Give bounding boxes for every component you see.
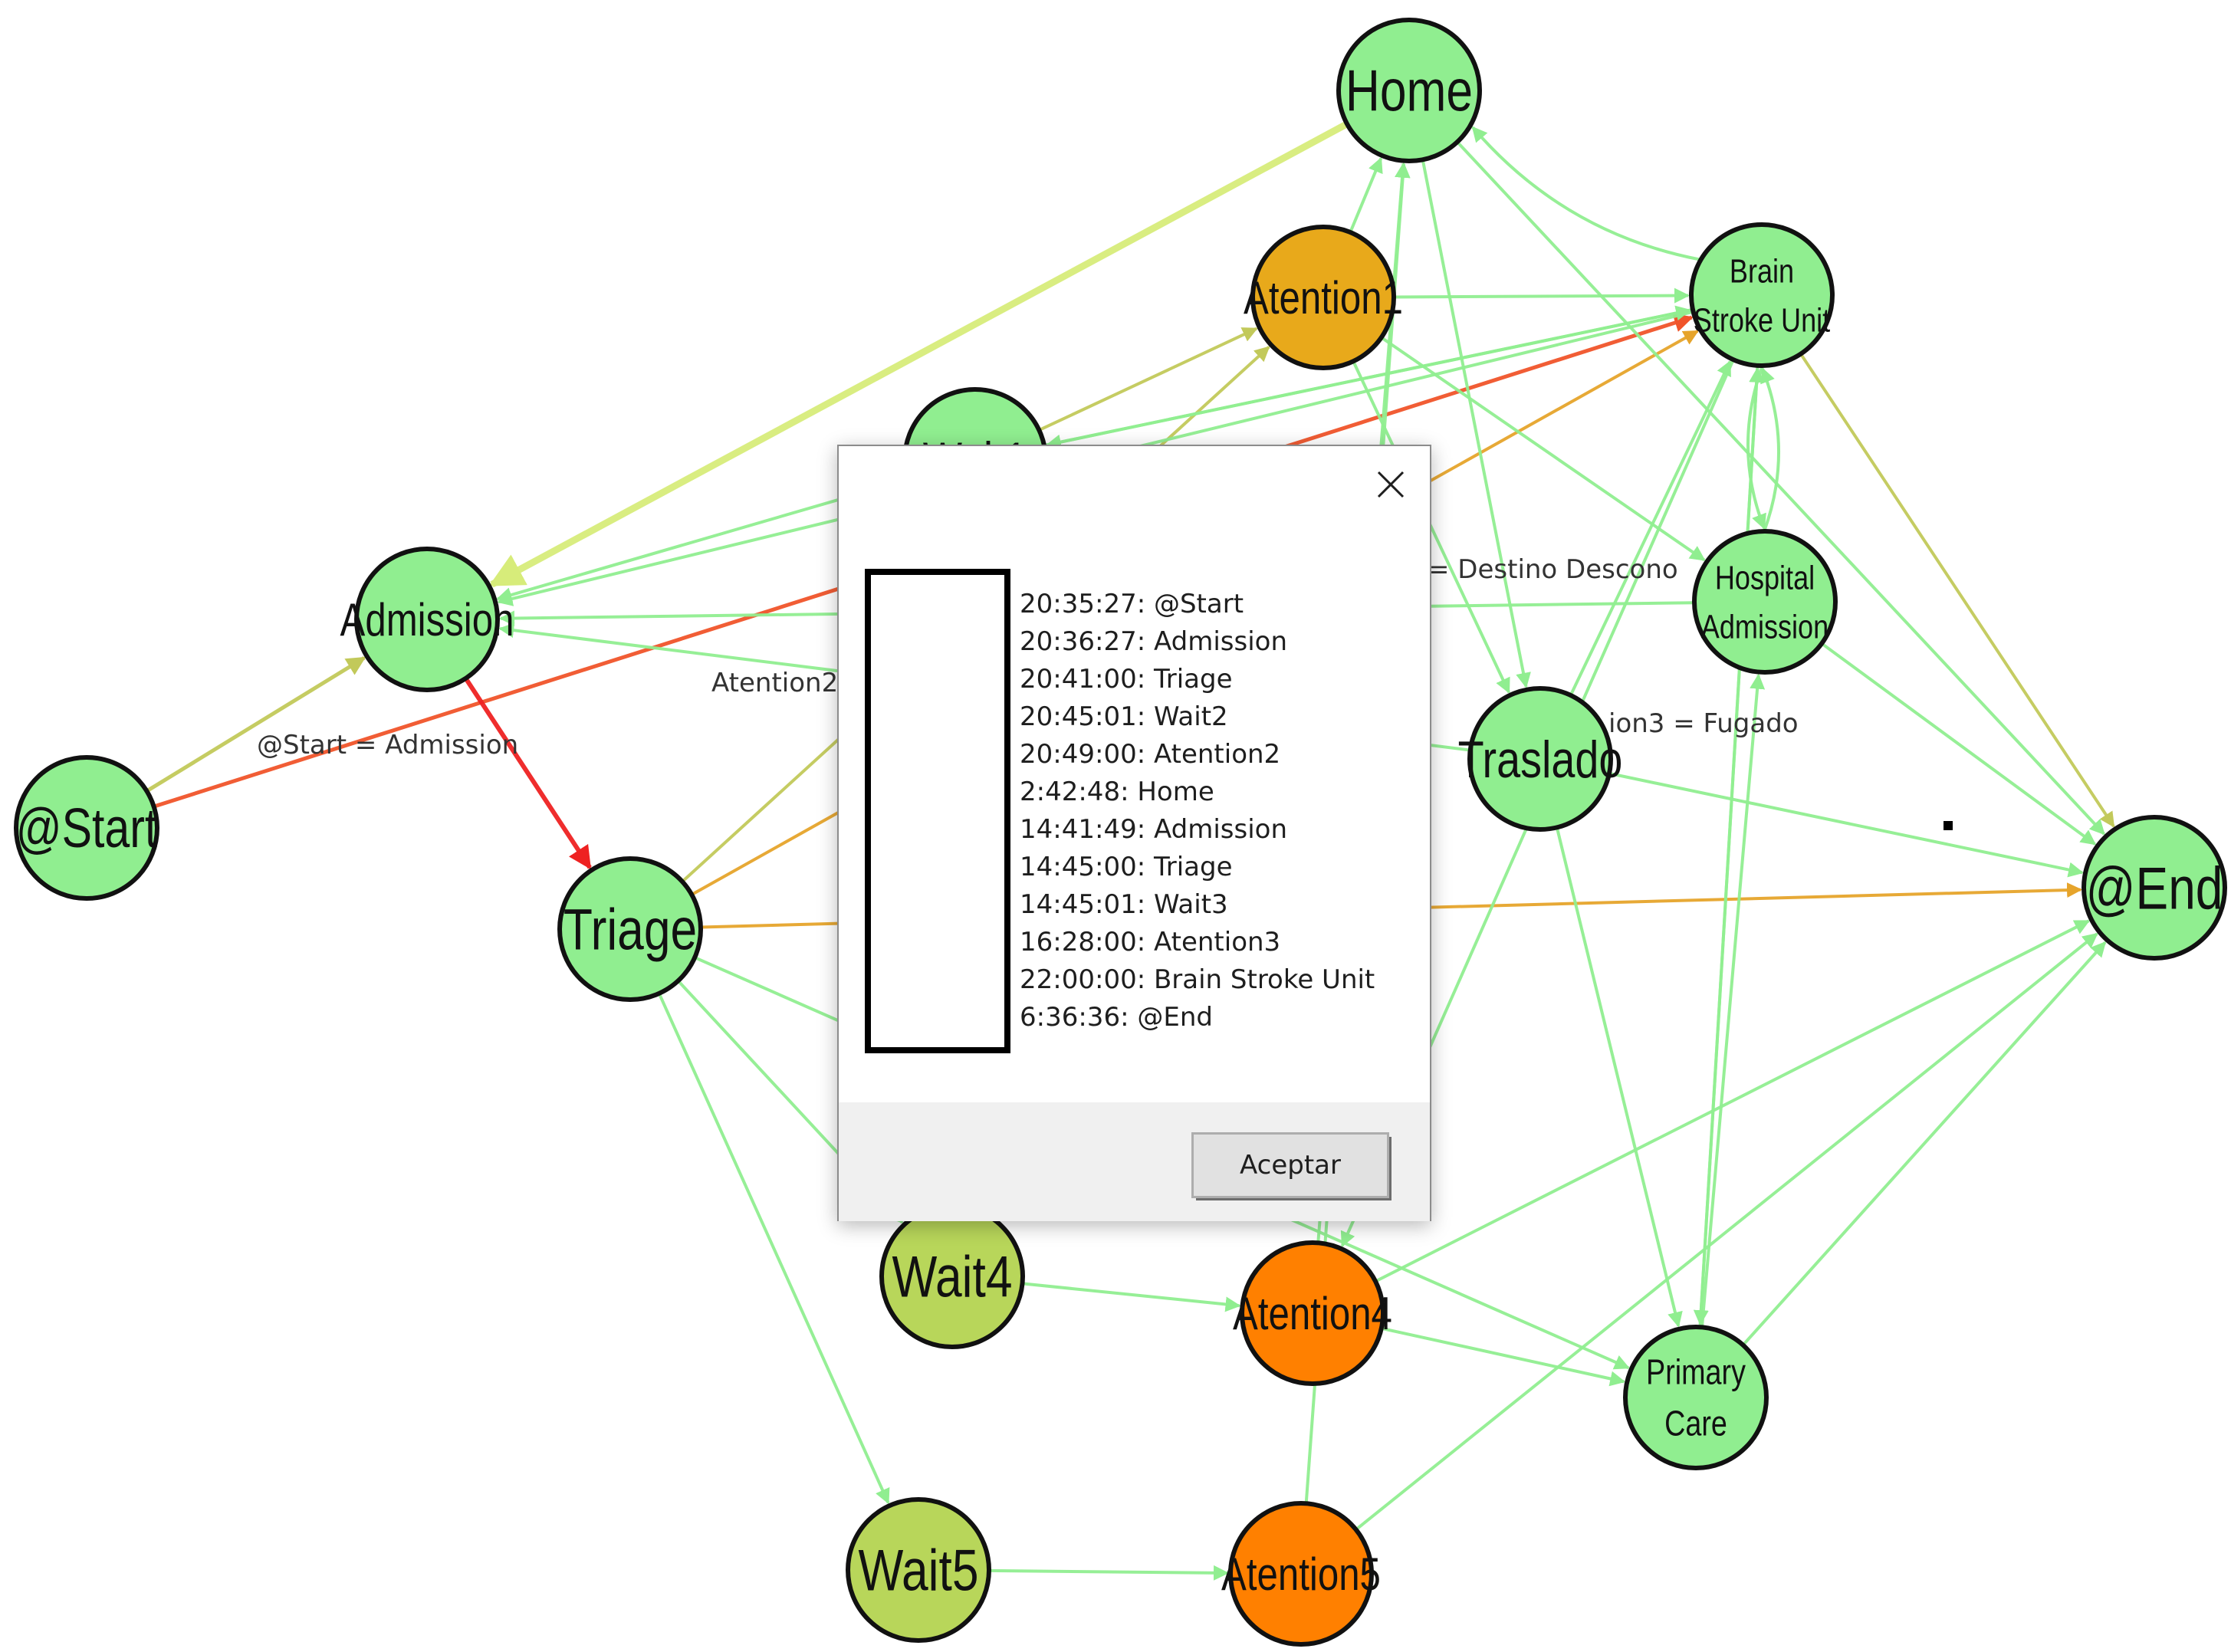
edge-atention4-to-primary (1381, 1326, 1626, 1387)
edge-atention1-to-home (1349, 156, 1383, 233)
node-admission-circle (354, 547, 500, 692)
node-triage-circle (557, 856, 703, 1002)
edge-traslado-to-bsu (1569, 360, 1732, 696)
graph-nodes: @StartAdmissionTriageHomeAtention1Wait1B… (14, 18, 2227, 1647)
node-primary-label: Care (1664, 1404, 1727, 1443)
node-triage-label: Triage (564, 897, 697, 962)
node-bsu-label: Stroke Unit (1694, 301, 1830, 339)
log-entry: 14:45:00: Triage (1020, 852, 1233, 882)
edge-primary-to-hospadm (1700, 673, 1766, 1328)
edge-label-destino: = Destino Descono (1428, 554, 1678, 585)
close-button[interactable] (1368, 461, 1414, 507)
node-wait5-label: Wait5 (859, 1538, 979, 1603)
node-home[interactable]: Home (1336, 18, 1482, 163)
edge-atention1-to-bsu (1393, 287, 1690, 304)
node-start[interactable]: @Start (14, 755, 159, 901)
edge-bsu-to-end (1799, 353, 2115, 828)
node-atention4[interactable]: Atention4 (1233, 1240, 1392, 1386)
edge-atention4-to-end (1375, 919, 2091, 1283)
node-bsu-label: Brain (1730, 252, 1794, 290)
edge-traslado-to-end (1608, 771, 2084, 878)
edge-wait1-to-atention1 (1038, 327, 1258, 432)
edge-home-to-end (1456, 140, 2105, 836)
node-primary-circle (1623, 1325, 1769, 1470)
log-entry: 16:28:00: Atention3 (1020, 927, 1281, 957)
log-entry: 6:36:36: @End (1020, 1002, 1213, 1033)
log-entry: 2:42:48: Home (1020, 777, 1214, 807)
node-hospadm-label: Hospital (1715, 559, 1815, 596)
node-atention1-label: Atention1 (1244, 271, 1403, 324)
node-traslado[interactable]: Traslado (1458, 686, 1623, 832)
node-atention1-circle (1250, 225, 1396, 370)
edge-start-to-admission (146, 656, 366, 793)
close-icon (1377, 471, 1405, 498)
edge-admission-to-triage (463, 677, 592, 870)
edge-traslado-to-primary (1555, 826, 1683, 1328)
node-atention5[interactable]: Atention5 (1221, 1501, 1381, 1647)
stray-dot (1944, 821, 1953, 830)
node-home-label: Home (1346, 58, 1473, 123)
log-entry: 22:00:00: Brain Stroke Unit (1020, 964, 1375, 995)
log-entry: 20:49:00: Atention2 (1020, 739, 1281, 770)
log-entry: 20:45:01: Wait2 (1020, 701, 1228, 732)
node-traslado-label: Traslado (1458, 731, 1623, 789)
node-wait5-circle (846, 1497, 991, 1643)
node-start-circle (14, 755, 159, 901)
edge-primary-to-bsu (1698, 366, 1765, 1328)
node-start-label: @Start (16, 797, 158, 859)
edge-label-start-admission: @Start = Admission (257, 730, 518, 760)
log-entry: 14:41:49: Admission (1020, 814, 1287, 845)
edge-wait1-to-bsu (1043, 305, 1691, 448)
node-home-circle (1336, 18, 1482, 163)
log-entry: 20:35:27: @Start (1020, 589, 1244, 619)
node-hospadm-label: Admission (1701, 608, 1829, 645)
edge-home-to-traslado (1421, 159, 1531, 688)
edge-atention5-to-end (1355, 932, 2098, 1531)
node-wait5[interactable]: Wait5 (846, 1497, 991, 1643)
node-end-circle (2082, 815, 2227, 961)
edge-home-to-admission (488, 120, 1349, 588)
log-entry: 20:41:00: Triage (1020, 664, 1233, 695)
trace-dialog: 20:35:27: @Start 20:36:27: Admission 20:… (837, 445, 1431, 1221)
node-hospadm-circle (1692, 529, 1838, 675)
edge-wait5-to-atention5 (988, 1565, 1229, 1581)
node-primary-label: Primary (1646, 1352, 1746, 1391)
edge-label-fugado: ion3 = Fugado (1608, 708, 1799, 739)
aceptar-button[interactable]: Aceptar (1191, 1132, 1392, 1200)
node-wait4-label: Wait4 (892, 1244, 1013, 1309)
trace-log-list: 20:35:27: @Start 20:36:27: Admission 20:… (1020, 586, 1375, 1036)
log-entry: 20:36:27: Admission (1020, 626, 1287, 657)
node-atention4-circle (1240, 1240, 1385, 1386)
edge-triage-to-wait5 (657, 993, 890, 1505)
edge-hospadm-to-bsu (1760, 367, 1781, 532)
edge-hospadm-to-end (1820, 642, 2097, 846)
edge-primary-to-end (1742, 941, 2107, 1346)
node-atention5-circle (1228, 1501, 1374, 1647)
blank-image-placeholder (865, 569, 1010, 1053)
node-end-label: @End (2086, 855, 2223, 921)
edge-wait4-to-atention4 (1022, 1282, 1241, 1312)
node-bsu-circle (1689, 222, 1835, 368)
node-admission[interactable]: Admission (340, 547, 514, 692)
node-atention1[interactable]: Atention1 (1244, 225, 1403, 370)
node-wait4[interactable]: Wait4 (879, 1204, 1025, 1349)
edge-bsu-to-home (1471, 126, 1701, 261)
graph-edge-labels: @Start = Admission Atention2 = Destino Des… (257, 554, 1799, 760)
node-end[interactable]: @End (2082, 815, 2227, 961)
node-triage[interactable]: Triage (557, 856, 703, 1002)
node-atention5-label: Atention5 (1221, 1548, 1381, 1600)
node-admission-label: Admission (340, 593, 514, 645)
edge-label-atention2: Atention2 (711, 668, 838, 698)
node-atention4-label: Atention4 (1233, 1287, 1392, 1339)
node-traslado-circle (1467, 686, 1613, 832)
log-entry: 14:45:01: Wait3 (1020, 889, 1228, 920)
